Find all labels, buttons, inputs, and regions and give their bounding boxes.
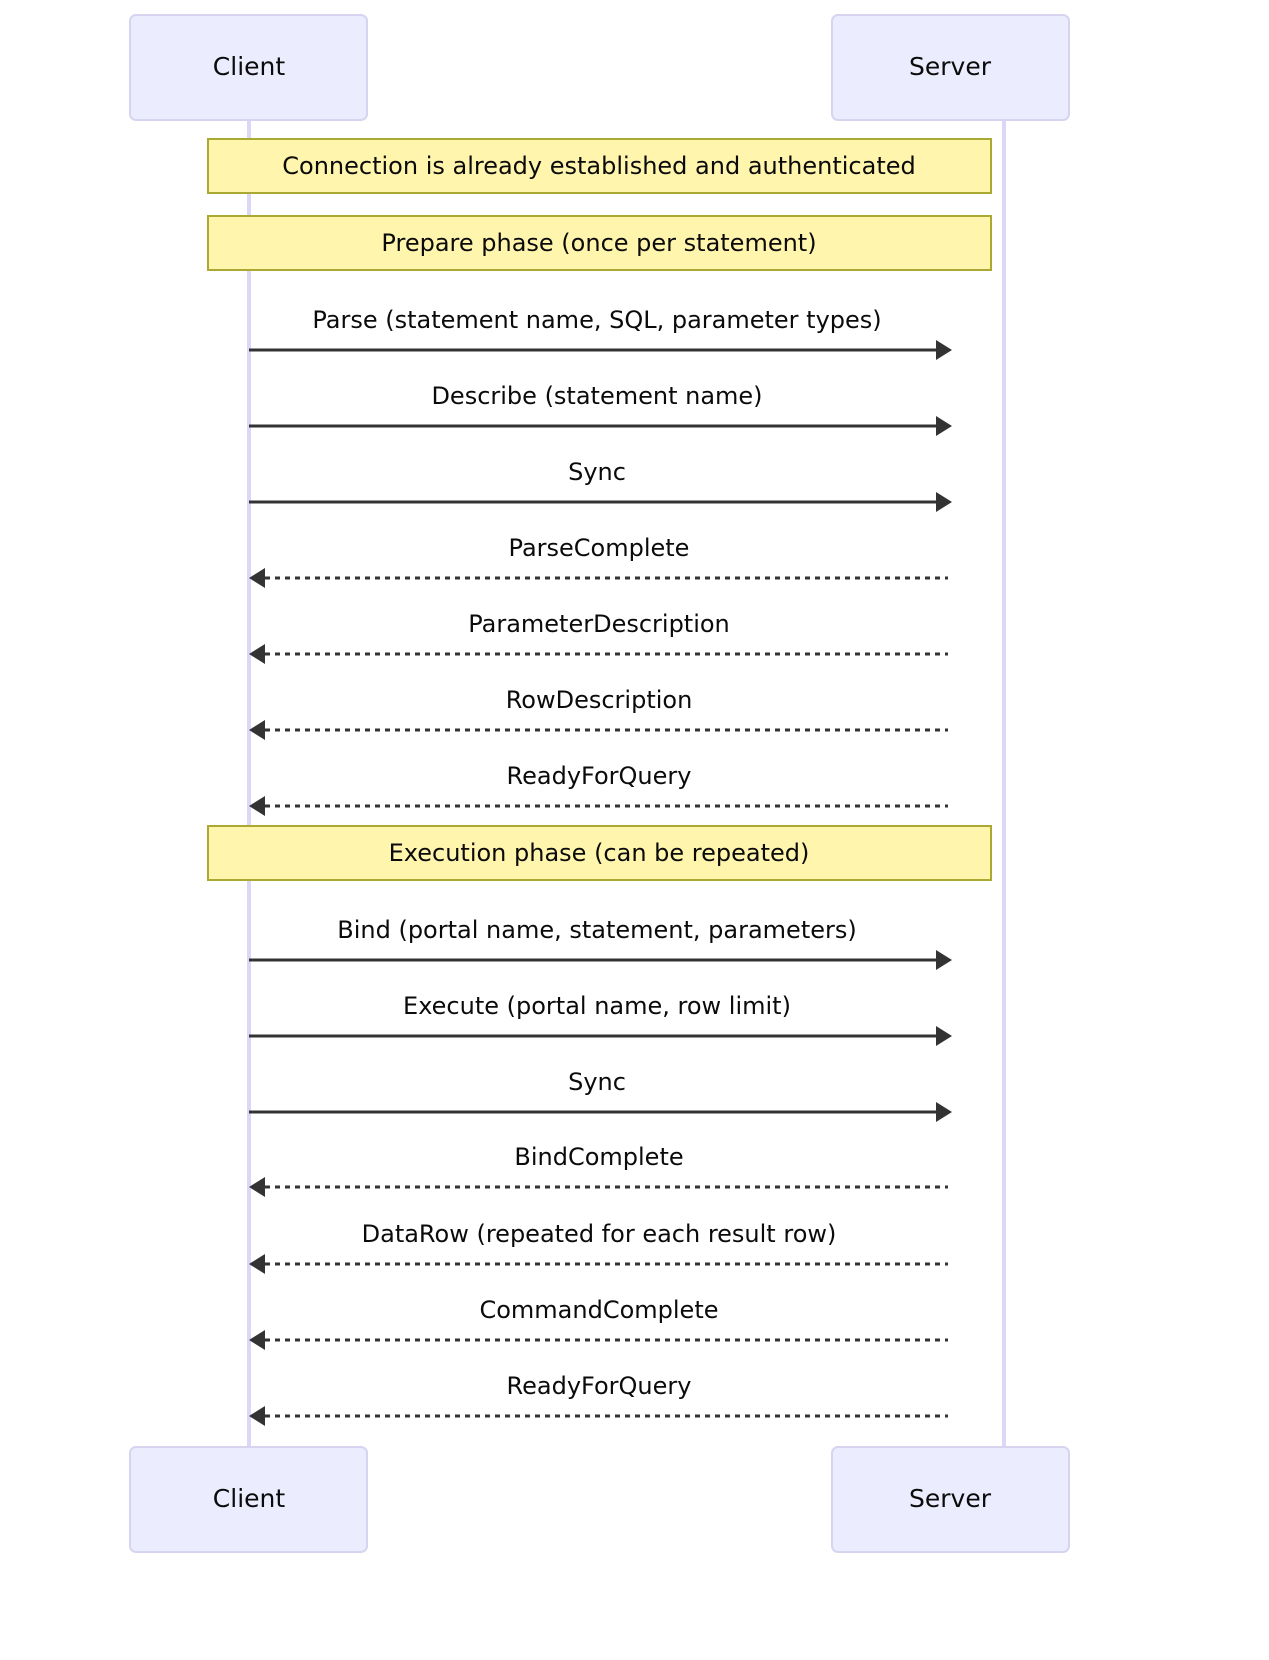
message-commandcomplete: CommandComplete bbox=[249, 1296, 948, 1350]
note-connection: Connection is already established and au… bbox=[207, 138, 992, 194]
message-label: BindComplete bbox=[514, 1143, 683, 1171]
note-box bbox=[207, 825, 992, 881]
participant-server-top[interactable]: Server bbox=[831, 14, 1070, 121]
message-sync-execute: Sync bbox=[249, 1068, 952, 1122]
note-box bbox=[207, 215, 992, 271]
message-datarow: DataRow (repeated for each result row) bbox=[249, 1220, 948, 1274]
message-label: DataRow (repeated for each result row) bbox=[362, 1220, 837, 1248]
arrow-head-left-icon bbox=[249, 568, 265, 588]
note-label: Connection is already established and au… bbox=[282, 152, 915, 180]
arrow-head-right-icon bbox=[936, 492, 952, 512]
participant-label: Server bbox=[909, 1484, 992, 1513]
message-bindcomplete: BindComplete bbox=[249, 1143, 948, 1197]
participant-box bbox=[831, 14, 1070, 121]
participant-client-bottom[interactable]: Client bbox=[129, 1446, 368, 1553]
message-label: Sync bbox=[568, 458, 626, 486]
participant-box bbox=[129, 1446, 368, 1553]
message-parameterdescription: ParameterDescription bbox=[249, 610, 948, 664]
message-describe: Describe (statement name) bbox=[249, 382, 952, 436]
note-execution: Execution phase (can be repeated) bbox=[207, 825, 992, 881]
arrow-head-left-icon bbox=[249, 720, 265, 740]
arrow-head-left-icon bbox=[249, 796, 265, 816]
message-label: ParseComplete bbox=[509, 534, 690, 562]
arrow-head-left-icon bbox=[249, 1330, 265, 1350]
message-rowdescription: RowDescription bbox=[249, 686, 948, 740]
message-label: Bind (portal name, statement, parameters… bbox=[337, 916, 856, 944]
participant-label: Client bbox=[213, 52, 286, 81]
note-label: Execution phase (can be repeated) bbox=[389, 839, 810, 867]
participant-server-bottom[interactable]: Server bbox=[831, 1446, 1070, 1553]
message-label: ReadyForQuery bbox=[507, 762, 692, 790]
arrow-head-right-icon bbox=[936, 416, 952, 436]
message-execute: Execute (portal name, row limit) bbox=[249, 992, 952, 1046]
message-label: CommandComplete bbox=[479, 1296, 718, 1324]
message-bind: Bind (portal name, statement, parameters… bbox=[249, 916, 952, 970]
arrow-head-right-icon bbox=[936, 1026, 952, 1046]
note-label: Prepare phase (once per statement) bbox=[381, 229, 816, 257]
message-label: ReadyForQuery bbox=[507, 1372, 692, 1400]
message-readyforquery-prepare: ReadyForQuery bbox=[249, 762, 948, 816]
message-sync-prepare: Sync bbox=[249, 458, 952, 512]
participant-box bbox=[129, 14, 368, 121]
message-label: Parse (statement name, SQL, parameter ty… bbox=[312, 306, 881, 334]
participant-box bbox=[831, 1446, 1070, 1553]
arrow-head-left-icon bbox=[249, 644, 265, 664]
arrow-head-right-icon bbox=[936, 340, 952, 360]
arrow-head-left-icon bbox=[249, 1177, 265, 1197]
arrow-head-right-icon bbox=[936, 950, 952, 970]
message-label: Sync bbox=[568, 1068, 626, 1096]
message-label: Execute (portal name, row limit) bbox=[403, 992, 791, 1020]
participant-label: Client bbox=[213, 1484, 286, 1513]
participant-client-top[interactable]: Client bbox=[129, 14, 368, 121]
arrow-head-right-icon bbox=[936, 1102, 952, 1122]
participant-label: Server bbox=[909, 52, 992, 81]
message-readyforquery-execute: ReadyForQuery bbox=[249, 1372, 948, 1426]
message-label: ParameterDescription bbox=[468, 610, 730, 638]
note-box bbox=[207, 138, 992, 194]
arrow-head-left-icon bbox=[249, 1254, 265, 1274]
message-label: RowDescription bbox=[506, 686, 693, 714]
arrow-head-left-icon bbox=[249, 1406, 265, 1426]
message-label: Describe (statement name) bbox=[431, 382, 762, 410]
note-prepare: Prepare phase (once per statement) bbox=[207, 215, 992, 271]
message-parsecomplete: ParseComplete bbox=[249, 534, 948, 588]
message-parse: Parse (statement name, SQL, parameter ty… bbox=[249, 306, 952, 360]
